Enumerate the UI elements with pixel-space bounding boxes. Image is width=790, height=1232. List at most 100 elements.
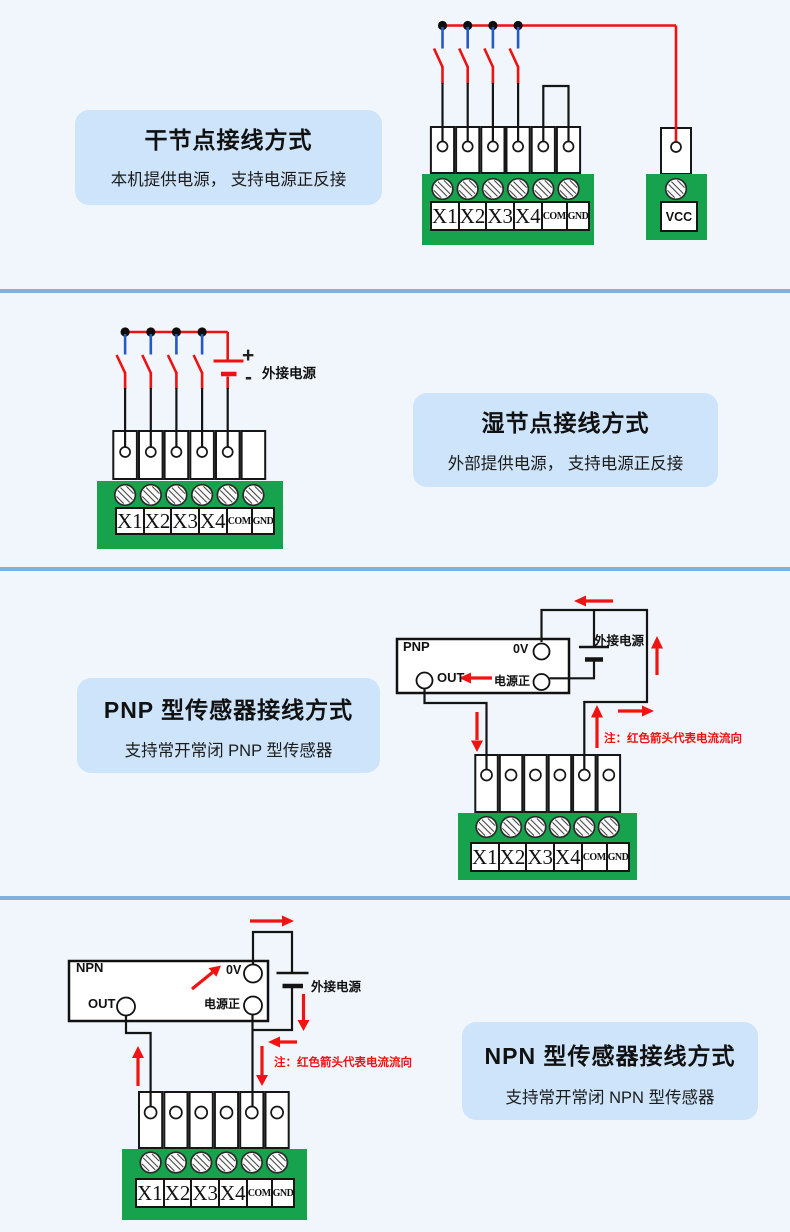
- battery-minus-sign: -: [245, 366, 252, 389]
- pin-holes: [119, 446, 234, 458]
- npn-0v-label: 0V: [226, 963, 242, 977]
- battery-icon: [276, 971, 309, 989]
- switch-icon: [508, 20, 523, 148]
- terminal-label-com: COM: [245, 1178, 273, 1208]
- terminal-label-x4: X4: [513, 201, 543, 231]
- circuit-wires: [124, 930, 294, 1109]
- terminal-label-x3: X3: [170, 507, 201, 535]
- terminal-label-gnd: GND: [250, 507, 276, 535]
- npn-card: [462, 1022, 758, 1120]
- terminal-label-com: COM: [225, 507, 253, 535]
- terminal-label-x3: X3: [525, 842, 556, 872]
- terminal-label-row: X1 X2 X3 X4 COM GND: [430, 201, 591, 231]
- pin-holes: [143, 1105, 284, 1120]
- screw-icon: [190, 483, 214, 507]
- screw-icon: [139, 483, 162, 507]
- screw-icon: [456, 177, 479, 201]
- screw-icon: [242, 483, 265, 507]
- dry-contact-subtitle: 本机提供电源， 支持电源正反接: [110, 171, 347, 189]
- sensor-terminals: [116, 963, 263, 1017]
- terminal-label-x2: X2: [162, 1178, 193, 1208]
- pnp-power-label: 电源正: [494, 674, 531, 688]
- pin-holes: [436, 140, 682, 153]
- section-divider: [0, 289, 790, 293]
- screw-icon: [113, 483, 137, 507]
- terminal-label-gnd: GND: [565, 201, 591, 231]
- npn-subtitle: 支持常开常闭 NPN 型传感器: [505, 1089, 715, 1107]
- dry-contact-card: [75, 110, 382, 205]
- external-power-label: 外接电源: [311, 980, 362, 994]
- npn-box-label: NPN: [76, 960, 104, 975]
- power-bus-wire: [442, 24, 678, 147]
- screw-icon: [240, 1151, 263, 1174]
- terminal-label-gnd: GND: [270, 1178, 296, 1208]
- wet-contact-subtitle: 外部提供电源， 支持电源正反接: [447, 455, 684, 473]
- terminal-label-row: X1 X2 X3 X4 COM GND: [470, 842, 631, 872]
- current-flow-note: 注：红色箭头代表电流流向: [274, 1057, 412, 1069]
- screw-icon: [532, 177, 555, 201]
- npn-power-label: 电源正: [204, 997, 241, 1011]
- terminal-label-x1: X1: [470, 842, 500, 872]
- npn-sensor-diagram: [67, 915, 310, 1220]
- battery-icon: [213, 332, 244, 453]
- screw-icon: [524, 815, 547, 839]
- terminal-connector: [138, 1091, 290, 1149]
- current-flow-arrows: [132, 915, 310, 1086]
- dry-contact-diagram: [422, 20, 707, 245]
- terminal-label-row: X1 X2 X3 X4 COM GND: [115, 507, 276, 535]
- screw-icon: [499, 815, 523, 839]
- screw-icon: [431, 177, 454, 201]
- vcc-terminal-label: VCC: [660, 201, 698, 232]
- switch-icon: [483, 20, 498, 148]
- terminal-label-x1: X1: [430, 201, 460, 231]
- npn-out-label: OUT: [88, 996, 116, 1011]
- pnp-title: PNP 型传感器接线方式: [103, 697, 354, 723]
- pnp-out-label: OUT: [437, 670, 465, 685]
- terminal-label-x3: X3: [485, 201, 516, 231]
- terminal-label-x1: X1: [135, 1178, 165, 1208]
- screw-icon: [548, 815, 572, 839]
- switch-icon: [458, 20, 473, 148]
- wet-contact-title: 湿节点接线方式: [481, 410, 650, 436]
- screw-icon: [215, 1151, 238, 1174]
- battery-plus-sign: +: [242, 344, 255, 367]
- terminal-label-gnd: GND: [605, 842, 631, 872]
- switch-icon: [115, 327, 130, 453]
- terminal-label-x4: X4: [218, 1178, 248, 1208]
- wet-contact-card: [413, 393, 718, 487]
- pnp-box-label: PNP: [403, 639, 430, 654]
- screw-icon: [475, 815, 498, 839]
- screw-icon: [597, 815, 620, 839]
- screw-icon: [139, 1151, 162, 1174]
- terminal-label-row: X1 X2 X3 X4 COM GND: [135, 1178, 296, 1208]
- external-power-label: 外接电源: [594, 634, 645, 648]
- circuit-wires: [423, 608, 649, 771]
- pnp-0v-label: 0V: [513, 642, 529, 656]
- terminal-label-x1: X1: [115, 507, 145, 535]
- screw-icon: [481, 177, 505, 201]
- terminal-label-x2: X2: [497, 842, 528, 872]
- terminal-label-x4: X4: [553, 842, 583, 872]
- current-flow-arrows: [459, 595, 663, 752]
- terminal-label-x4: X4: [198, 507, 228, 535]
- terminal-connector: [474, 754, 622, 813]
- switch-icon: [141, 327, 156, 453]
- terminal-label-x2: X2: [457, 201, 488, 231]
- com-gnd-jumper-wire: [542, 84, 570, 148]
- section-divider: [0, 896, 790, 900]
- screw-icon: [265, 1151, 289, 1174]
- screw-icon: [216, 483, 239, 507]
- terminal-label-com: COM: [540, 201, 568, 231]
- terminal-label-com: COM: [580, 842, 608, 872]
- pnp-subtitle: 支持常开常闭 PNP 型传感器: [124, 742, 333, 760]
- screw-icon: [164, 1151, 188, 1174]
- npn-title: NPN 型传感器接线方式: [484, 1043, 736, 1069]
- terminal-label-x3: X3: [190, 1178, 221, 1208]
- battery-icon: [579, 645, 609, 662]
- screw-icon: [190, 1151, 213, 1174]
- npn-sensor-box: [67, 959, 270, 1023]
- screw-icon: [165, 483, 188, 507]
- screw-icon: [664, 177, 688, 201]
- screw-icon: [573, 815, 596, 839]
